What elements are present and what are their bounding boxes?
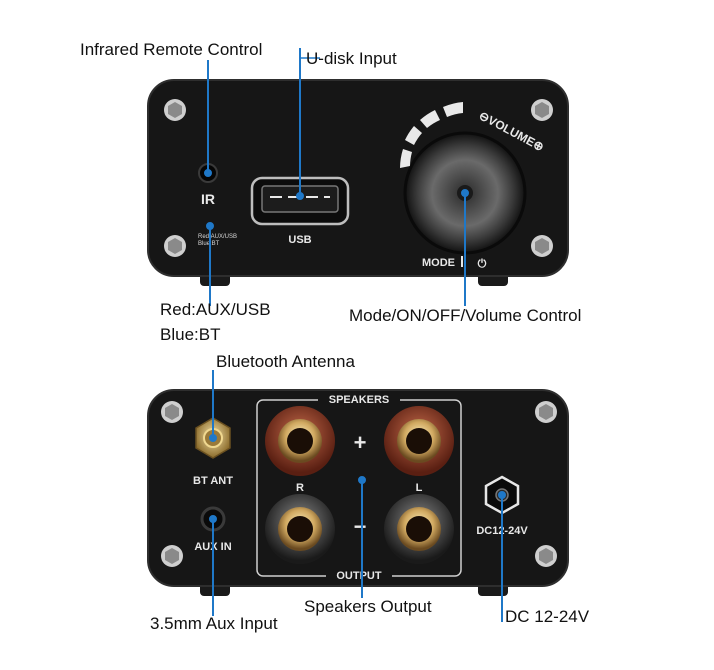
- output-label: OUTPUT: [336, 570, 382, 582]
- minus-sign: −: [354, 514, 367, 539]
- power-icon: ⏻: [478, 257, 487, 270]
- terminal-l-positive[interactable]: [384, 406, 454, 476]
- speakers-label: SPEAKERS: [329, 394, 390, 406]
- callout-bt-antenna: Bluetooth Antenna: [216, 352, 356, 371]
- callout-dc: DC 12-24V: [505, 607, 590, 626]
- callout-speakers-output: Speakers Output: [304, 597, 432, 616]
- led-small-label-line1: Red:AUX/USB: [198, 234, 237, 240]
- screw-icon: [535, 545, 557, 567]
- speakers-label-bg: [318, 392, 400, 406]
- screw-icon: [535, 401, 557, 423]
- callout-aux-input: 3.5mm Aux Input: [150, 614, 278, 633]
- screw-icon: [164, 235, 186, 257]
- callout-led-line1: Red:AUX/USB: [160, 300, 271, 319]
- callout-infrared: Infrared Remote Control: [80, 40, 262, 59]
- terminal-r-positive[interactable]: [265, 406, 335, 476]
- output-label-bg: [326, 568, 392, 582]
- screw-icon: [164, 99, 186, 121]
- rear-panel: BT ANT AUX IN SPEAKERS OUTPUT: [147, 389, 569, 596]
- screw-icon: [531, 99, 553, 121]
- plus-sign: +: [354, 430, 367, 455]
- screw-icon: [531, 235, 553, 257]
- mode-label: MODE: [422, 257, 455, 269]
- led-small-label-line2: Blue:BT: [198, 241, 220, 247]
- rear-panel-body: [147, 389, 569, 587]
- callout-lines: [204, 48, 506, 622]
- volume-scale: [400, 102, 463, 168]
- usb-label: USB: [288, 234, 311, 246]
- right-channel-label: R: [296, 482, 304, 494]
- bt-ant-label: BT ANT: [193, 475, 233, 487]
- callout-led-line2: Blue:BT: [160, 325, 220, 344]
- terminal-l-negative[interactable]: [384, 494, 454, 564]
- left-channel-label: L: [416, 482, 423, 494]
- ir-label: IR: [201, 191, 215, 207]
- screw-icon: [161, 401, 183, 423]
- terminal-r-negative[interactable]: [265, 494, 335, 564]
- screw-icon: [161, 545, 183, 567]
- callout-udisk: U-disk Input: [306, 49, 397, 68]
- callout-mode: Mode/ON/OFF/Volume Control: [349, 306, 581, 325]
